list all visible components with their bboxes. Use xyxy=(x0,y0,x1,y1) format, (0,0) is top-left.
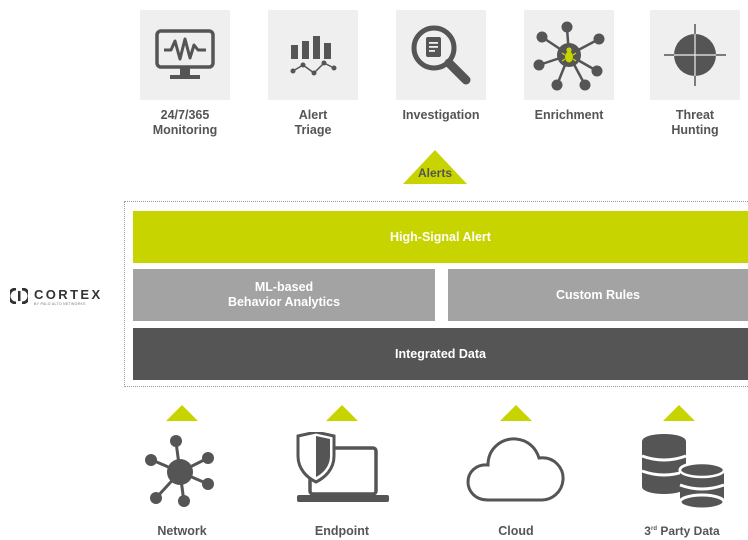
alerts-label: Alerts xyxy=(417,166,452,180)
alert-triage-caption: Alert Triage xyxy=(294,108,332,137)
cortex-tagline: BY PALO ALTO NETWORKS xyxy=(34,302,86,306)
alert-triage-tile xyxy=(268,10,358,100)
threat-hunting-caption: Threat Hunting xyxy=(671,108,719,137)
endpoint-arrow xyxy=(326,405,358,421)
enrichment-tile xyxy=(524,10,614,100)
ml-analytics-bar: ML-based Behavior Analytics xyxy=(133,269,435,321)
custom-rules-bar: Custom Rules xyxy=(448,269,748,321)
database-stack-icon xyxy=(641,434,726,511)
monitoring-caption: 24/7/365 Monitoring xyxy=(152,108,218,137)
network-bug-icon xyxy=(533,21,605,91)
enrichment-caption: Enrichment xyxy=(534,108,604,122)
platform-frame xyxy=(124,201,748,387)
network-hub-icon xyxy=(145,435,214,507)
cloud-icon xyxy=(466,437,565,502)
laptop-shield-icon xyxy=(296,432,389,502)
crosshair-icon xyxy=(664,24,726,86)
alerts-arrow xyxy=(403,150,467,184)
magnifier-document-icon xyxy=(411,25,471,85)
monitor-waveform-icon xyxy=(155,29,215,79)
cloud-label: Cloud xyxy=(498,524,534,538)
bar-chart-trend-icon xyxy=(290,36,337,76)
third-party-data-label: 3rd Party Data xyxy=(644,524,720,538)
high-signal-alert-bar: High-Signal Alert xyxy=(133,211,748,263)
cloud-arrow xyxy=(500,405,532,421)
monitoring-tile xyxy=(140,10,230,100)
network-arrow xyxy=(166,405,198,421)
threat-hunting-tile xyxy=(650,10,740,100)
investigation-tile xyxy=(396,10,486,100)
third-party-arrow xyxy=(663,405,695,421)
integrated-data-bar: Integrated Data xyxy=(133,328,748,380)
network-label: Network xyxy=(157,524,207,538)
endpoint-label: Endpoint xyxy=(314,524,370,538)
investigation-caption: Investigation xyxy=(402,108,480,122)
cortex-mark-icon xyxy=(10,288,28,304)
cortex-wordmark: CORTEX xyxy=(34,287,103,302)
cortex-logo: CORTEX BY PALO ALTO NETWORKS xyxy=(10,287,114,309)
